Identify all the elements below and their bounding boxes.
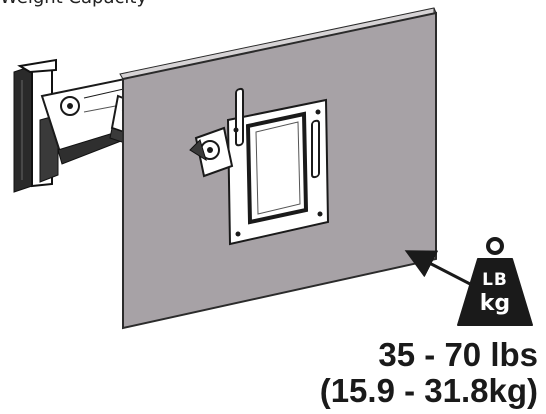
capacity-arrow (404, 250, 475, 288)
capacity-metric: (15.9 - 31.8kg) (319, 372, 538, 409)
weight-icon-label-kg: kg (479, 291, 511, 316)
weight-icon (457, 237, 533, 326)
section-heading: Weight Capacity (0, 0, 147, 8)
tilt-joint (189, 126, 234, 178)
wall-plate (13, 58, 59, 193)
capacity-imperial: 35 - 70 lbs (378, 336, 538, 373)
weight-icon-label-lb: LB (482, 270, 508, 290)
vesa-mount-plate (226, 87, 330, 246)
